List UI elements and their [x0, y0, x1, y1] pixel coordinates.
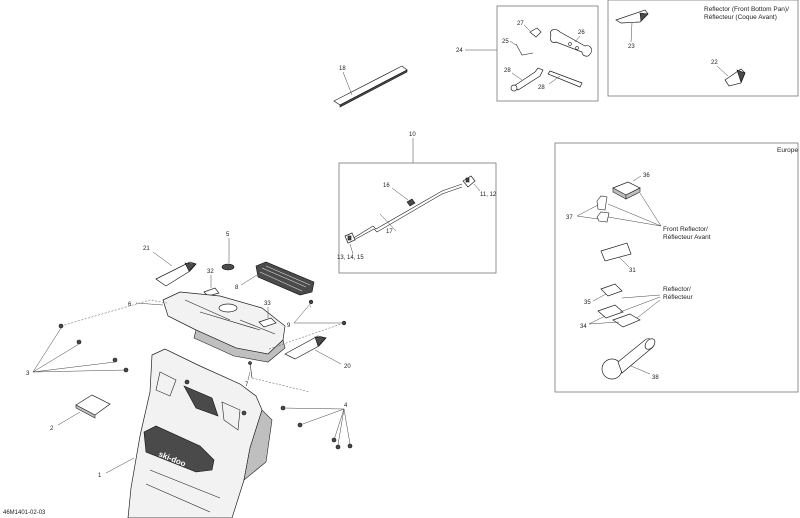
reflector-part-31	[600, 242, 632, 262]
europe-title: Europe	[777, 147, 798, 154]
callout-23: 23	[628, 44, 635, 50]
reflector-part-21	[155, 261, 197, 287]
callout-27: 27	[517, 21, 524, 27]
callout-26: 26	[578, 30, 585, 36]
callout-18: 18	[339, 66, 346, 72]
fastener-3c	[112, 357, 118, 363]
reflector-title-line2: Réflecteur (Coque Avant)	[704, 14, 777, 21]
callout-2: 2	[50, 426, 54, 432]
fastener-3b	[76, 339, 82, 345]
callout-13: 13, 14, 15	[337, 255, 364, 261]
bracket-part-37b	[596, 211, 610, 223]
callout-1: 1	[98, 473, 102, 479]
callout-33: 33	[264, 301, 271, 307]
front-reflector-label-line1: Front Reflector/	[663, 226, 708, 233]
badge-part-5	[221, 263, 235, 271]
callout-36: 36	[643, 173, 650, 179]
callout-6: 6	[128, 302, 132, 308]
fastener-part-16	[406, 198, 416, 207]
part-33	[258, 317, 277, 328]
reflector-frame	[607, 0, 799, 97]
callout-38: 38	[652, 375, 659, 381]
callout-5: 5	[226, 232, 230, 238]
diagram-code: 46M1401-02-03	[3, 510, 46, 516]
reflector-part-23-tip	[639, 12, 649, 22]
callout-28b: 28	[538, 85, 545, 91]
tool-part-28b	[547, 70, 583, 88]
reflector-part-34b	[612, 313, 641, 328]
callout-10: 10	[409, 132, 416, 138]
callout-24: 24	[456, 48, 463, 54]
callout-7: 7	[245, 382, 249, 388]
front-reflector-label-line2: Réflecteur Avant	[663, 234, 711, 241]
callout-35: 35	[584, 300, 591, 306]
callout-17: 17	[386, 229, 393, 235]
ski-doo-logo	[143, 425, 215, 473]
reflector-label-line2: Réflecteur	[663, 294, 693, 301]
callout-22: 22	[711, 60, 718, 66]
callout-28a: 28	[504, 68, 511, 74]
screw-part-7	[248, 361, 252, 365]
part-27	[529, 27, 542, 38]
callout-21: 21	[143, 246, 150, 252]
reflector-part-34a	[597, 304, 624, 319]
callout-34: 34	[580, 324, 587, 330]
callout-8: 8	[235, 285, 239, 291]
callout-31: 31	[629, 268, 636, 274]
callout-37: 37	[566, 215, 573, 221]
reflector-label-line1: Reflector/	[663, 286, 691, 293]
wrench-part-28a	[513, 67, 544, 91]
reflector-part-2	[75, 394, 111, 416]
cable-part-17	[351, 183, 463, 240]
callout-3: 3	[26, 371, 30, 377]
callout-32: 32	[207, 269, 214, 275]
reflector-part-35	[600, 283, 623, 297]
callout-9: 9	[287, 323, 291, 329]
bracket-part-37a	[596, 195, 608, 211]
reflector-title-line1: Reflector (Front Bottom Pan)/	[704, 6, 789, 13]
reflector-part-20	[284, 335, 327, 360]
callout-25: 25	[502, 39, 509, 45]
callout-20: 20	[344, 364, 351, 370]
cable-assembly-frame	[338, 162, 497, 274]
tool-kit-frame	[496, 5, 599, 102]
fastener-3a	[58, 323, 64, 329]
grille-part-8	[255, 261, 315, 296]
callout-11: 11, 12	[480, 192, 497, 198]
callout-4: 4	[344, 403, 348, 409]
fastener-4e	[347, 443, 353, 449]
callout-16: 16	[383, 183, 390, 189]
europe-frame	[554, 142, 799, 393]
fastener-4d	[335, 444, 341, 450]
